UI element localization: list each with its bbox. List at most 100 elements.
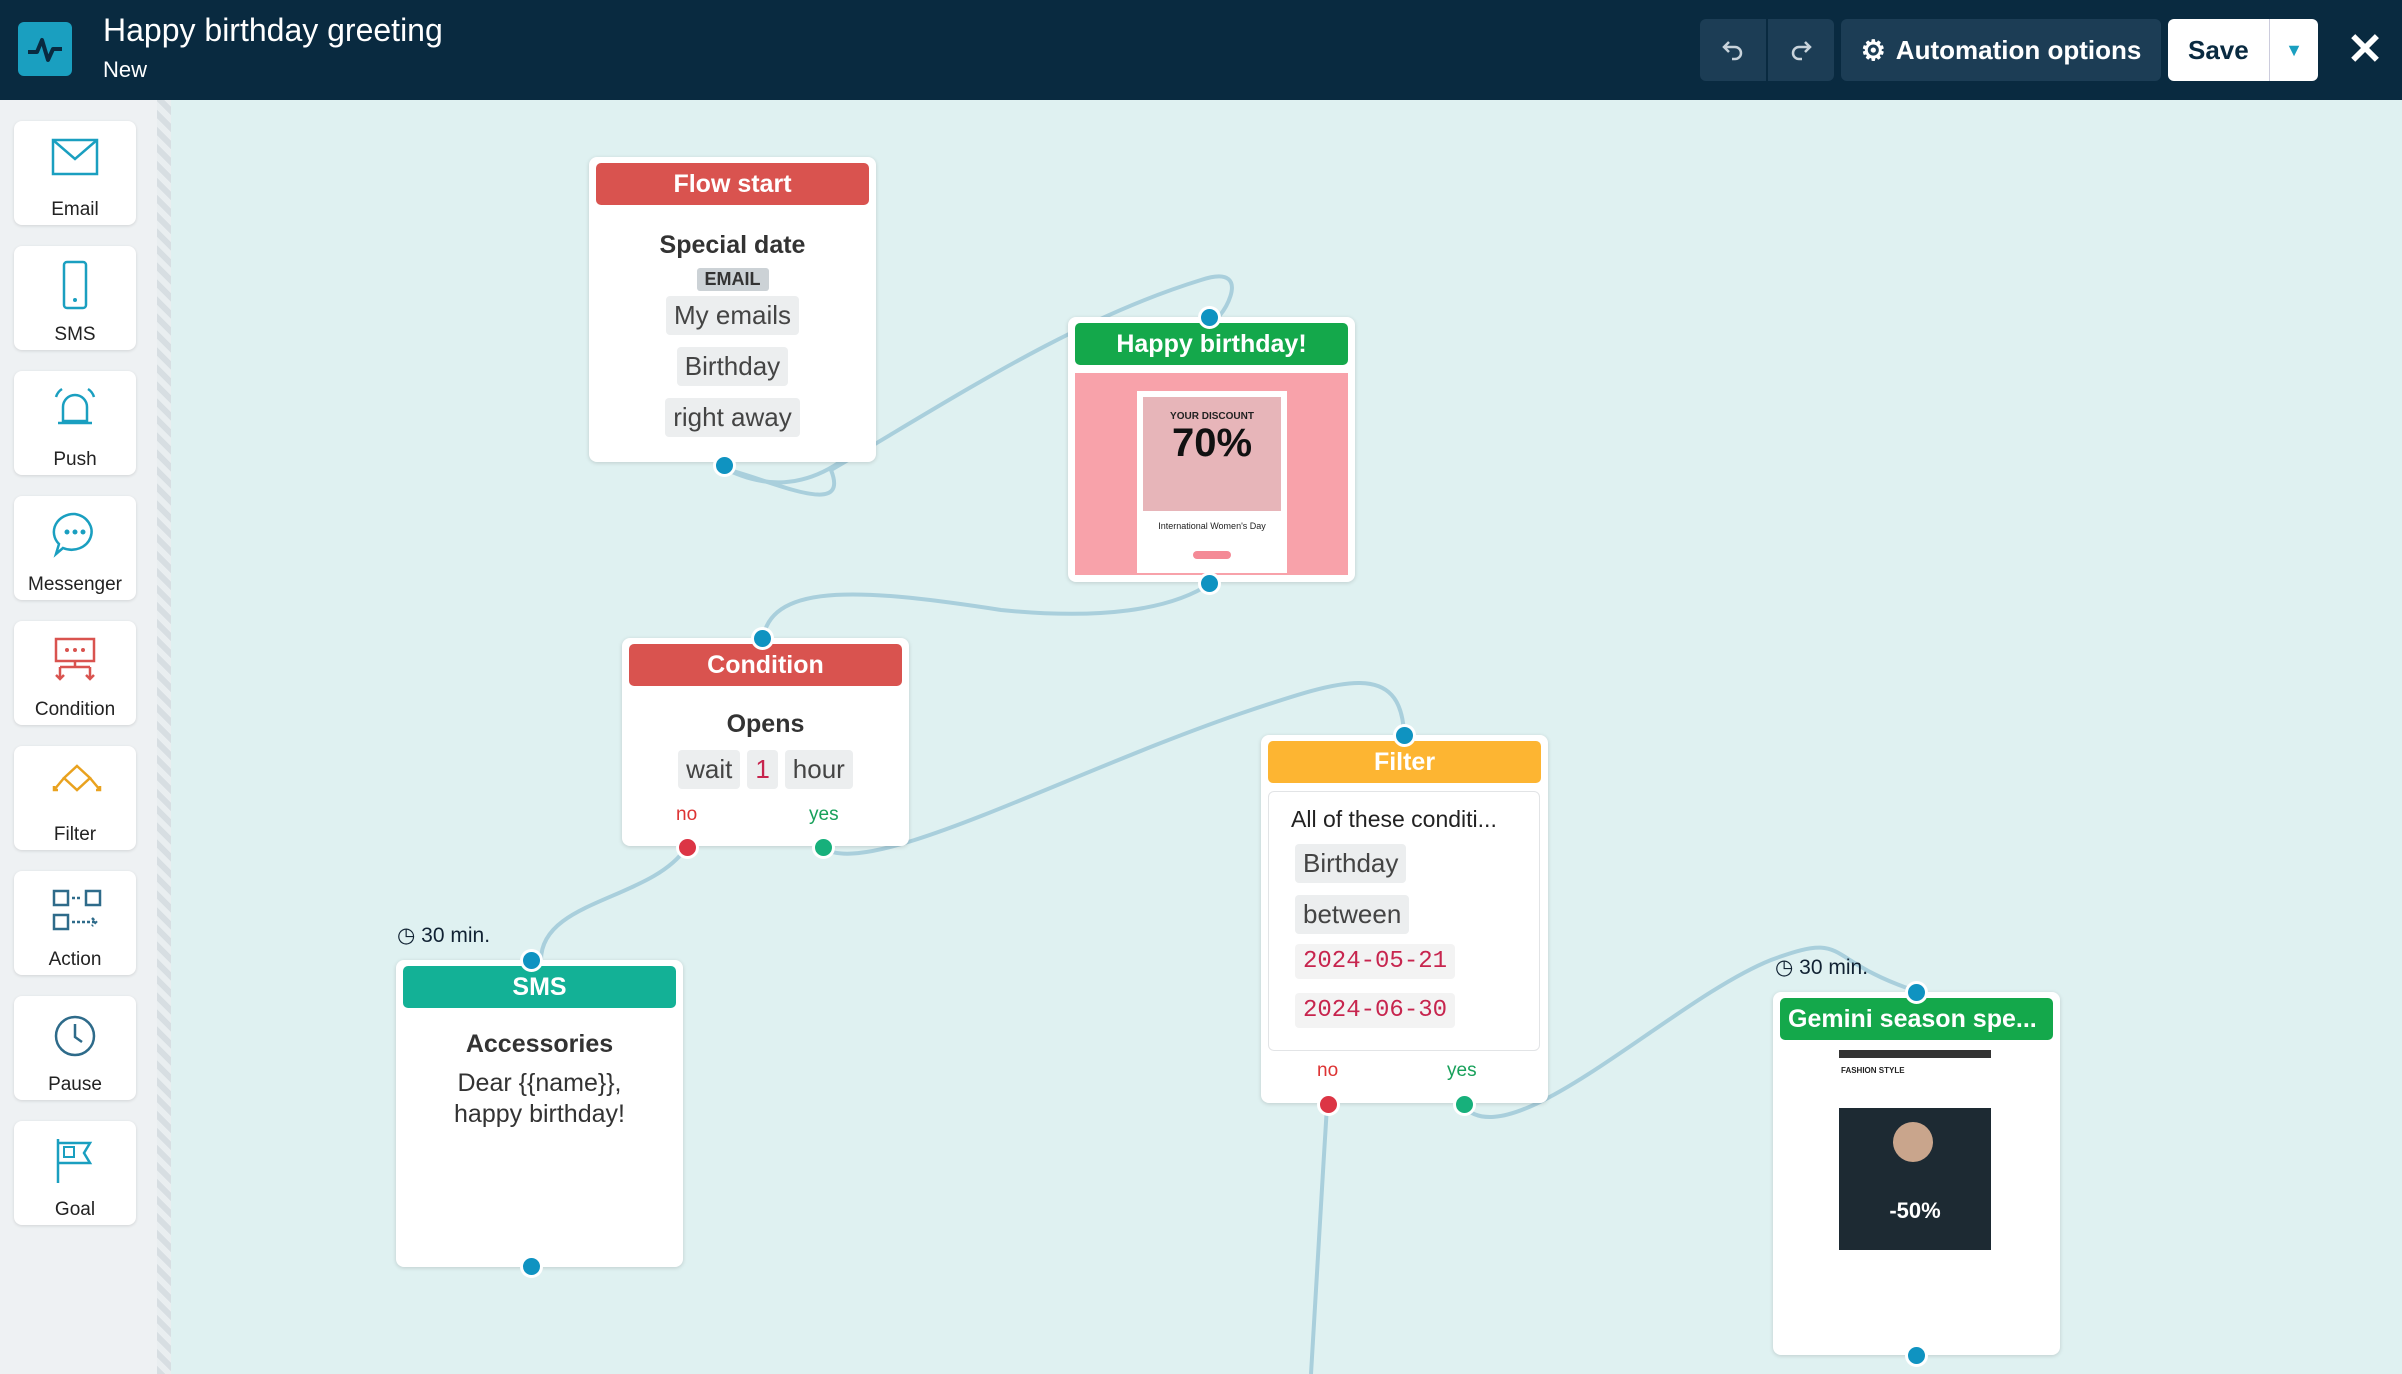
action-icon: [52, 889, 102, 931]
condition-node[interactable]: Condition Opens wait 1 hour no yes: [622, 627, 909, 859]
output-port[interactable]: [1198, 572, 1221, 595]
preview-discount: -50%: [1889, 1198, 1941, 1223]
automation-options-button[interactable]: ⚙ Automation options: [1841, 19, 2161, 81]
preview-line: YOUR DISCOUNT: [1170, 411, 1254, 422]
no-output-port[interactable]: [676, 836, 699, 859]
flag-icon: [56, 1139, 93, 1183]
input-port[interactable]: [1393, 724, 1416, 747]
tool-goal[interactable]: Goal: [14, 1121, 136, 1225]
tool-label: Push: [53, 449, 97, 470]
condition-icon: [54, 637, 96, 681]
gemini-delay: ◷ 30 min.: [1775, 955, 1868, 980]
node-title: Filter: [1268, 741, 1541, 783]
email-node-happy-birthday[interactable]: Happy birthday! YOUR DISCOUNT 70% Intern…: [1068, 306, 1355, 595]
tool-email[interactable]: Email: [14, 121, 136, 225]
redo-icon: [1791, 41, 1812, 61]
tool-palette: Email SMS Push Messenger Condition Filte…: [0, 100, 157, 1374]
input-port[interactable]: [520, 949, 543, 972]
sms-delay: ◷ 30 min.: [397, 923, 490, 948]
clock-icon: ◷: [397, 924, 416, 947]
preview-brand: FASHION STYLE: [1841, 1066, 1905, 1075]
tool-sms[interactable]: SMS: [14, 246, 136, 350]
input-port[interactable]: [751, 627, 774, 650]
sms-message: Dear {{name}}, happy birthday!: [454, 1069, 625, 1128]
tool-pause[interactable]: Pause: [14, 996, 136, 1100]
link-filter-yes-to-gemini: [1461, 945, 1917, 1120]
list-chip: My emails: [665, 296, 799, 335]
tool-label: Messenger: [28, 574, 122, 595]
tool-condition[interactable]: Condition: [14, 621, 136, 725]
no-output-port[interactable]: [1317, 1093, 1340, 1116]
tool-push[interactable]: Push: [14, 371, 136, 475]
filter-to-date: 2024-06-30: [1295, 993, 1456, 1028]
filter-node[interactable]: Filter All of these conditi... Birthday …: [1261, 724, 1548, 1116]
link-condition-no-to-sms: [539, 846, 688, 961]
sidebar-divider: [157, 100, 171, 1374]
tool-label: Action: [48, 949, 102, 970]
yes-output-port[interactable]: [812, 836, 835, 859]
trigger-type: Special date: [659, 231, 806, 259]
email-preview-thumbnail: FASHION STYLE -50%: [1839, 1048, 1991, 1250]
output-port[interactable]: [520, 1255, 543, 1278]
node-title: Condition: [629, 644, 902, 686]
input-port[interactable]: [1905, 981, 1928, 1004]
undo-icon: [1722, 41, 1743, 61]
chat-bubble-icon: [52, 512, 93, 558]
envelope-icon: [51, 138, 99, 176]
wait-amount-chip: 1: [747, 750, 778, 789]
branch-no-label: no: [1317, 1060, 1339, 1081]
filter-field-chip: Birthday: [1295, 844, 1407, 883]
tool-messenger[interactable]: Messenger: [14, 496, 136, 600]
link-condition-yes-to-filter: [821, 681, 1406, 856]
close-icon[interactable]: ✕: [2346, 24, 2384, 74]
node-title: Flow start: [596, 163, 869, 205]
flow-canvas[interactable]: Flow start Special date EMAIL My emails …: [171, 100, 2402, 1374]
sms-node[interactable]: SMS Accessories Dear {{name}}, happy bir…: [396, 949, 683, 1278]
clock-icon: ◷: [1775, 956, 1794, 979]
link-email-to-condition: [761, 581, 1213, 640]
filter-icon: [52, 764, 102, 792]
input-port[interactable]: [1198, 306, 1221, 329]
filter-conditions-box: All of these conditi... Birthday between…: [1268, 791, 1540, 1051]
branch-no-label: no: [676, 804, 698, 825]
link-filter-no-down: [1309, 1105, 1329, 1374]
email-preview-thumbnail: YOUR DISCOUNT 70% International Women's …: [1075, 373, 1348, 575]
undo-button[interactable]: [1700, 19, 1766, 81]
yes-output-port[interactable]: [1453, 1093, 1476, 1116]
tool-action[interactable]: Action: [14, 871, 136, 975]
tool-label: Condition: [34, 699, 116, 720]
status-subtitle: New: [103, 57, 148, 82]
preview-caption: International Women's Day: [1158, 521, 1266, 531]
wait-unit-chip: hour: [784, 750, 853, 789]
filter-from-date: 2024-05-21: [1295, 944, 1456, 979]
output-port[interactable]: [1905, 1344, 1928, 1367]
save-dropdown-button[interactable]: ▼: [2269, 19, 2318, 81]
tool-filter[interactable]: Filter: [14, 746, 136, 850]
sms-delay-label: 30 min.: [421, 924, 491, 947]
flow-start-node[interactable]: Flow start Special date EMAIL My emails …: [589, 157, 876, 477]
channel-badge: EMAIL: [696, 268, 769, 291]
gemini-delay-label: 30 min.: [1799, 956, 1869, 979]
link-start-to-email: [724, 274, 1234, 497]
node-title: Gemini season spe...: [1780, 998, 2053, 1040]
bell-icon: [54, 387, 96, 425]
tool-label: Pause: [48, 1074, 102, 1095]
automation-options-label: Automation options: [1895, 34, 2142, 65]
app-logo-icon[interactable]: [18, 22, 72, 76]
email-node-gemini[interactable]: Gemini season spe... FASHION STYLE -50%: [1773, 981, 2060, 1367]
field-chip: Birthday: [676, 347, 789, 386]
sms-name: Accessories: [465, 1030, 614, 1058]
wait-chip: wait: [678, 750, 741, 789]
preview-discount: 70%: [1171, 421, 1253, 465]
filter-operator-chip: between: [1295, 895, 1410, 934]
output-port[interactable]: [713, 454, 736, 477]
clock-icon: [54, 1015, 96, 1057]
top-bar: Happy birthday greeting New ⚙ Automation…: [0, 0, 2402, 100]
condition-type: Opens: [726, 710, 805, 738]
tool-label: SMS: [54, 324, 96, 345]
node-title: SMS: [403, 966, 676, 1008]
redo-button[interactable]: [1768, 19, 1834, 81]
tool-label: Goal: [54, 1199, 96, 1220]
branch-yes-label: yes: [1447, 1060, 1477, 1081]
chevron-down-icon: ▼: [2285, 39, 2303, 60]
